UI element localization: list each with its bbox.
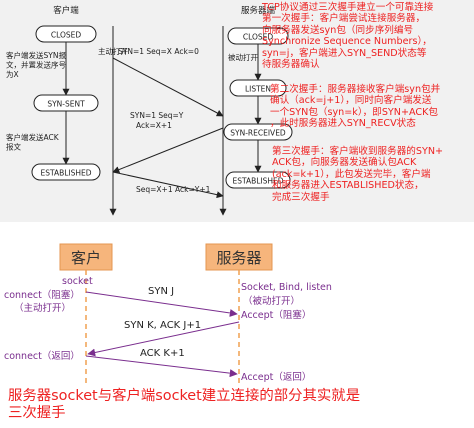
client-active-open-label: （主动打开） bbox=[14, 302, 71, 314]
ack-arrow bbox=[112, 171, 224, 199]
server-title-box bbox=[205, 243, 273, 271]
socket-syn-label: SYN J bbox=[148, 286, 174, 297]
server-title: 服务器 bbox=[216, 249, 261, 267]
client-connect-return-label: connect（返回） bbox=[4, 350, 80, 362]
server-accept-block-label: Accept（阻塞） bbox=[241, 309, 311, 321]
server-state-closed: CLOSED bbox=[243, 33, 274, 42]
server-accept-return-label: Accept（返回） bbox=[241, 371, 311, 383]
syn-ack-arrow bbox=[112, 127, 224, 173]
server-column-header: 服务器端 bbox=[241, 5, 276, 16]
client-socket-label: socket bbox=[62, 276, 93, 287]
syn-arrow bbox=[112, 57, 224, 117]
server-state-syn-received: SYN-RECEIVED bbox=[230, 129, 286, 138]
syn-message-label: SYN=1 Seq=X Ack=0 bbox=[118, 47, 199, 56]
socket-syn-ack-label: SYN K, ACK J+1 bbox=[124, 320, 201, 331]
client-title: 客户 bbox=[71, 249, 101, 267]
socket-syn-arrow bbox=[85, 291, 238, 317]
socket-ack-arrow bbox=[85, 355, 238, 378]
syn-ack-label-line2: Ack=X+1 bbox=[136, 121, 172, 130]
client-state-syn-sent: SYN-SENT bbox=[47, 100, 85, 109]
handshake-caption: 服务器socket与客户端socket建立连接的部分其实就是 三次握手 bbox=[8, 388, 361, 421]
client-column-header: 客户端 bbox=[53, 5, 79, 16]
server-socket-bind-listen-label: Socket, Bind, listen bbox=[241, 282, 332, 293]
third-handshake-note: 第三次握手：客户端收到服务器的SYN+ ACK包，向服务器发送确认包ACK (a… bbox=[272, 146, 444, 203]
first-handshake-note: TCP协议通过三次握手建立一个可靠连接 第一次握手：客户端尝试连接服务器， 向服… bbox=[262, 2, 434, 71]
client-send-syn-desc: 客户端发送SYN报文，并置发送序号为X bbox=[6, 50, 66, 79]
ack-message-label: Seq=X+1 Ack=Y+1 bbox=[136, 185, 211, 194]
client-state-closed: CLOSED bbox=[51, 31, 82, 40]
second-handshake-note: 第二次握手：服务器接收客户端syn包并 确认（ack=j+1），同时向客户端发送… bbox=[270, 84, 441, 130]
syn-ack-label-line1: SYN=1 Seq=Y bbox=[130, 111, 184, 120]
active-open-label: 主动打开 bbox=[98, 46, 128, 56]
socket-handshake-diagram: 客户 服务器 socket connect（阻塞） （主动打开） connect… bbox=[4, 243, 332, 386]
passive-open-label: 被动打开 bbox=[228, 52, 258, 62]
server-state-established: ESTABLISHED bbox=[232, 177, 283, 186]
client-state-established: ESTABLISHED bbox=[40, 169, 91, 178]
tcp-state-diagram: 客户端 服务器端 CLOSED SYN-SENT ESTABLISHED CLO… bbox=[6, 5, 293, 216]
client-connect-block-label: connect（阻塞） bbox=[4, 289, 80, 301]
tcp-state-panel: 客户端 服务器端 CLOSED SYN-SENT ESTABLISHED CLO… bbox=[0, 0, 474, 222]
server-passive-open-label: （被动打开） bbox=[243, 295, 300, 307]
socket-ack-label: ACK K+1 bbox=[140, 348, 185, 359]
server-state-listen: LISTEN bbox=[245, 85, 271, 94]
client-title-box bbox=[59, 243, 113, 271]
socket-syn-ack-arrow bbox=[87, 321, 240, 357]
